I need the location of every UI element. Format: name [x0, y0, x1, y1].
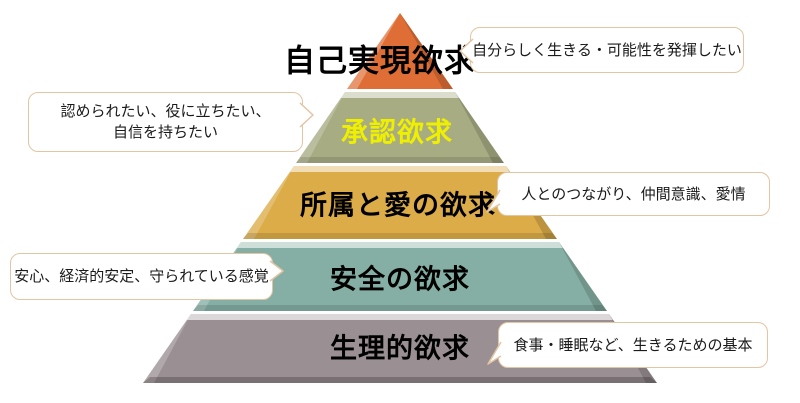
- level-label-esteem: 承認欲求: [341, 117, 453, 148]
- callout-safety: 安心、経済的安定、守られている感覚: [10, 253, 284, 300]
- callout-belonging: 人とのつながり、仲間意識、愛情: [486, 172, 770, 216]
- level-label-physiological: 生理的欲求: [330, 333, 470, 364]
- pyramid-level-1-shape: [347, 13, 453, 89]
- callout-text: 自分らしく生きる・可能性を発揮したい: [472, 41, 742, 59]
- callout-text: 食事・睡眠など、生きるための基本: [513, 336, 753, 354]
- callout-tail-left-icon: [486, 189, 501, 213]
- callout-tail-left-icon: [459, 38, 474, 64]
- pyramid-level-4-shape: [193, 242, 607, 311]
- callout-text: 人とのつながり、仲間意識、愛情: [521, 185, 746, 203]
- callout-esteem: 認められたい、役に立ちたい、 自信を持ちたい: [28, 92, 314, 152]
- callout-tail-right-icon: [299, 102, 314, 128]
- pyramid-level-3-shape: [243, 166, 557, 239]
- callout-tail-right-icon: [269, 260, 284, 282]
- level-label-self-actualization: 自己実現欲求: [284, 43, 476, 79]
- level-label-safety: 安全の欲求: [330, 264, 470, 295]
- callout-text: 安心、経済的安定、守られている感覚: [14, 268, 269, 285]
- callout-tail-left-icon: [487, 341, 502, 365]
- callout-text: 認められたい、役に立ちたい、 自信を持ちたい: [60, 103, 271, 141]
- level-label-belonging: 所属と愛の欲求: [300, 190, 496, 221]
- callout-self-actualization: 自分らしく生きる・可能性を発揮したい: [459, 27, 744, 73]
- pyramid-level-2-shape: [296, 92, 504, 163]
- callout-physiological: 食事・睡眠など、生きるための基本: [487, 322, 768, 368]
